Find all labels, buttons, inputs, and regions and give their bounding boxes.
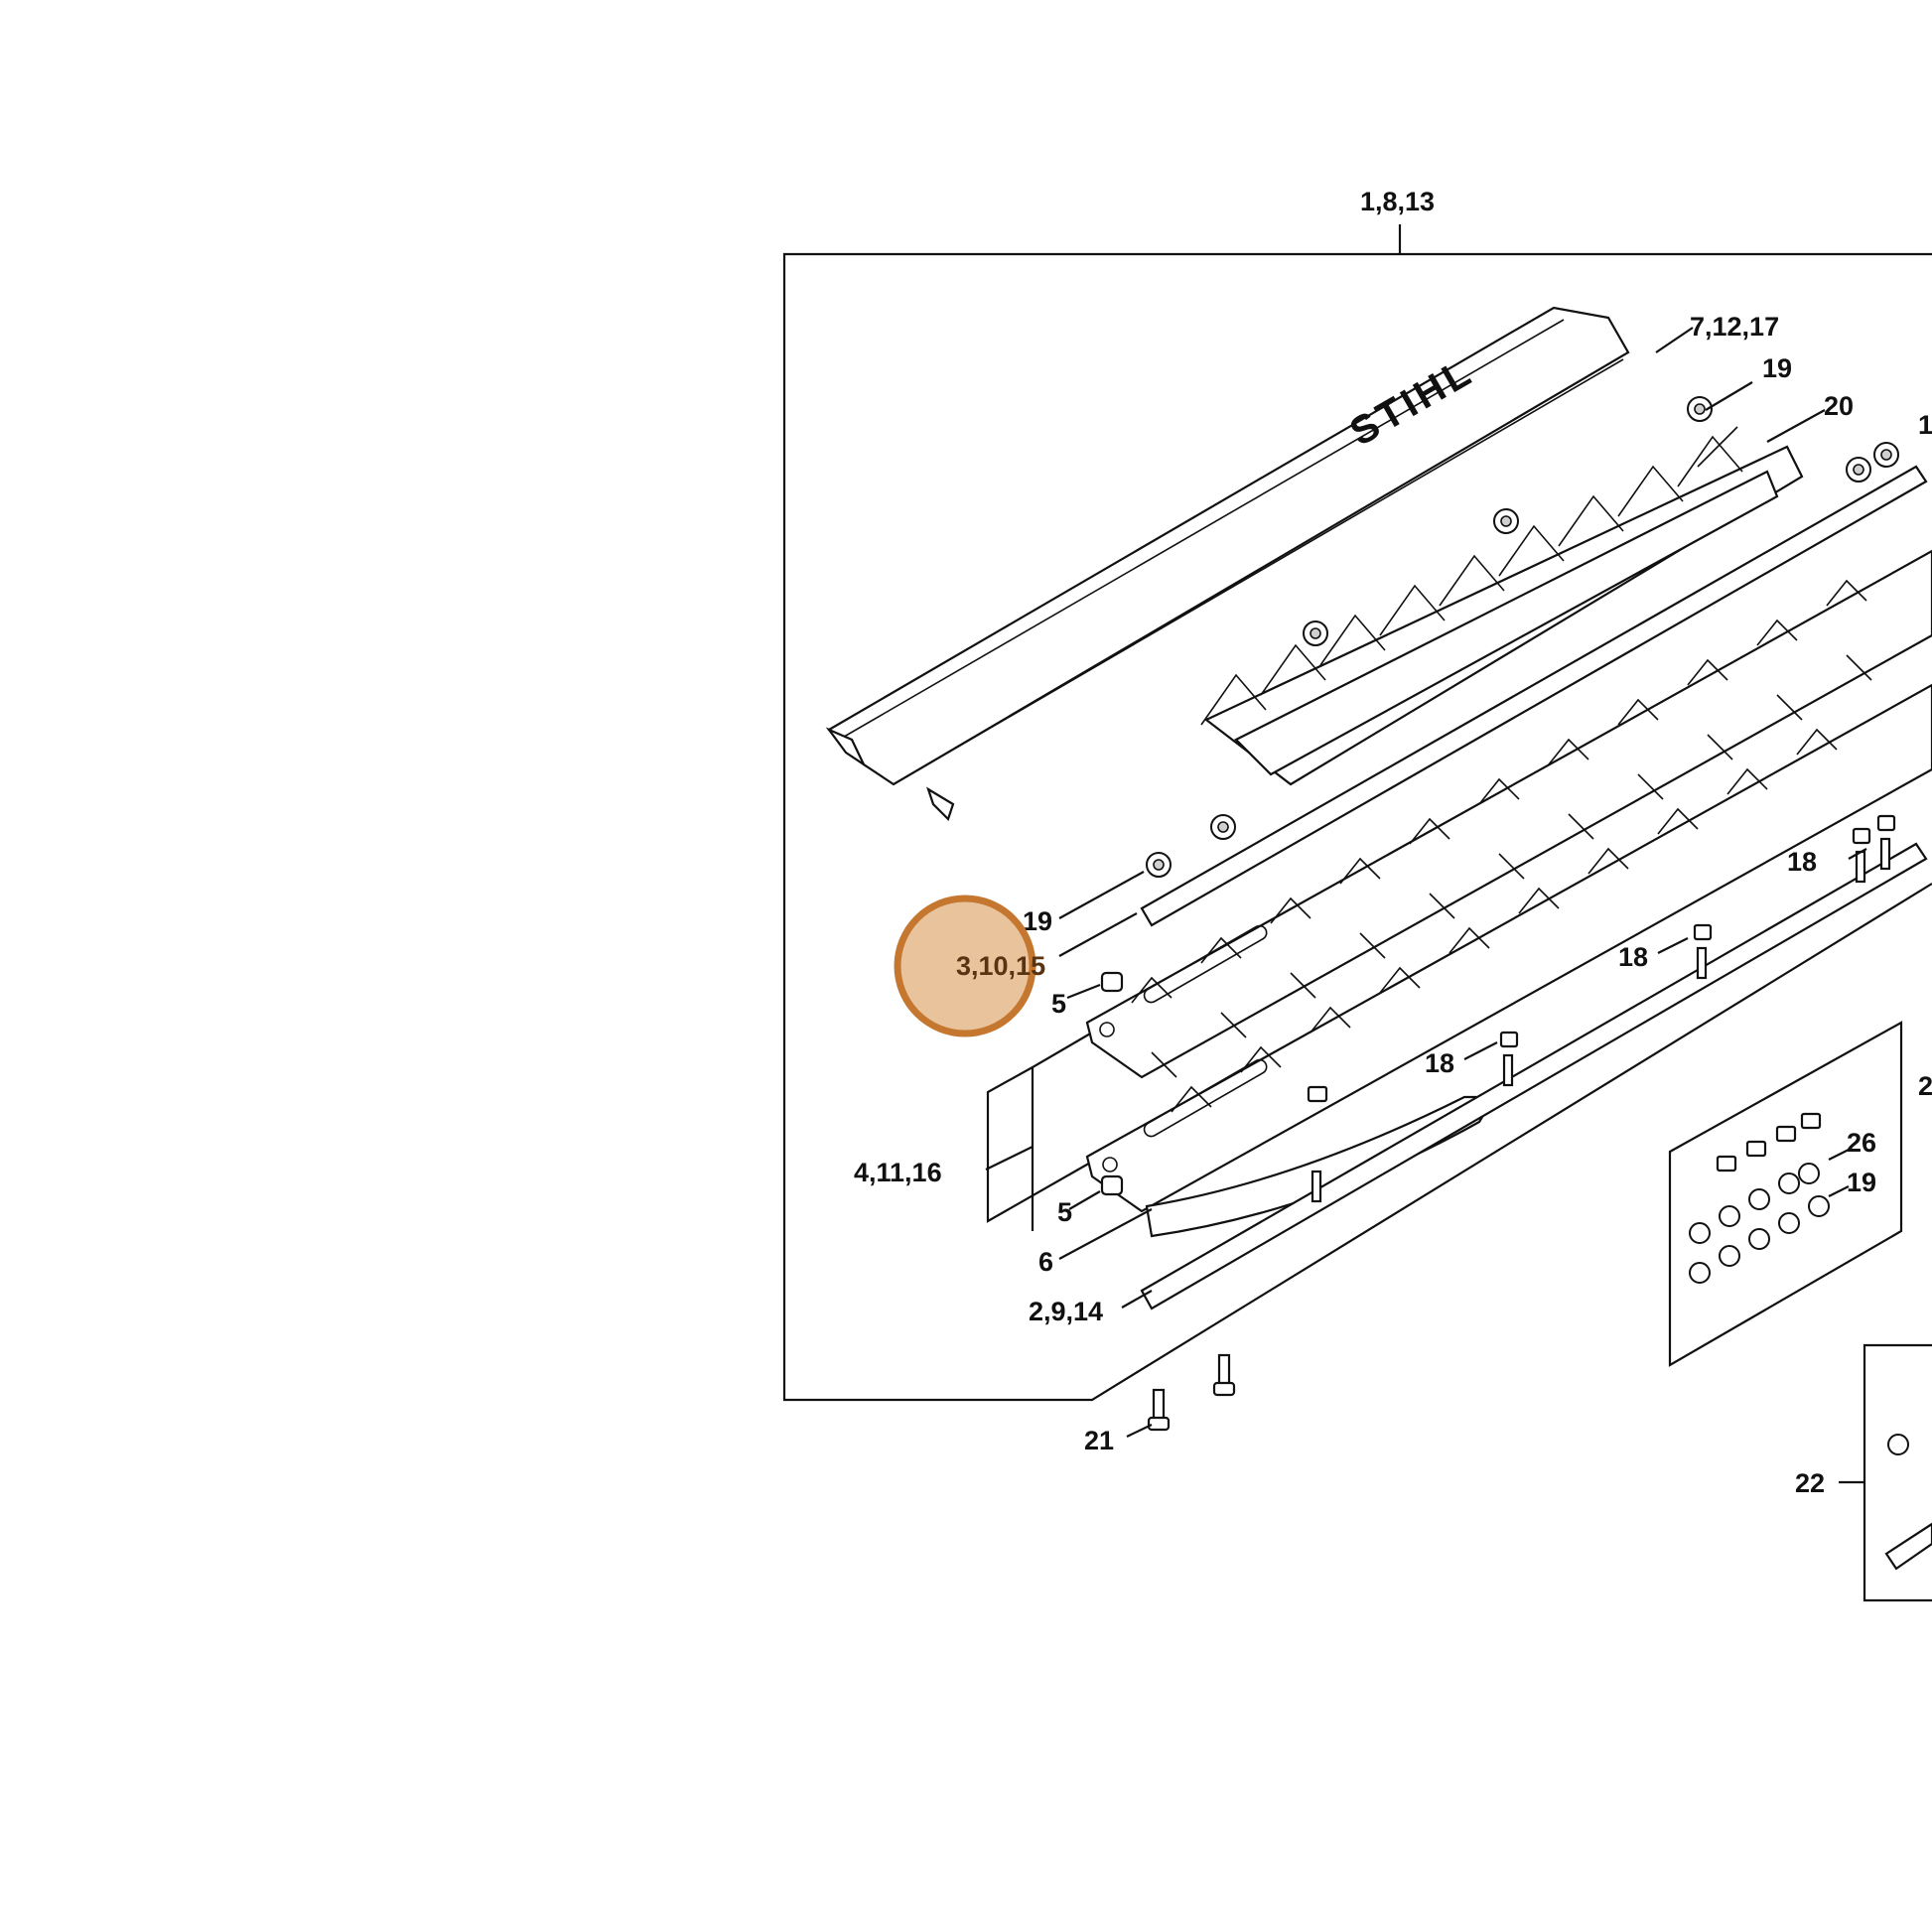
callout-5-b: 5 [1057,1197,1072,1227]
callout-18-c: 18 [1425,1048,1454,1078]
callout-4-11-16: 4,11,16 [854,1158,942,1187]
detail-box [1863,1343,1932,1602]
callout-21: 21 [1084,1426,1114,1455]
callout-6: 6 [1038,1247,1053,1277]
screws [1147,814,1896,1432]
flat-bar [1140,465,1928,927]
lower-cutter-blade [1085,683,1932,1213]
callout-18-b: 18 [1618,942,1648,972]
stiffener-bar [1200,426,1804,786]
callout-labels: 1,8,13 7,12,17 19 20 1 19 5 4,11,16 5 6 … [854,187,1932,1498]
blade-group-bracket [986,1032,1093,1231]
upper-cutter-blade [1085,549,1932,1079]
callout-3-10-15: 3,10,15 [956,951,1045,981]
callout-1-8-13: 1,8,13 [1360,187,1435,216]
bushings [1100,971,1124,1196]
callout-7-12-17: 7,12,17 [1690,312,1779,342]
callout-18-a: 18 [1787,847,1817,877]
hardware-kit-box [1668,1021,1903,1367]
callout-2-edge: 2 [1918,1071,1932,1101]
callout-2-9-14: 2,9,14 [1029,1297,1103,1326]
callout-5-a: 5 [1051,989,1066,1019]
callout-19-left: 19 [1023,906,1052,936]
hotspot-3-10-15[interactable]: 3,10,15 [894,895,1045,1037]
callout-19-kit: 19 [1847,1168,1876,1197]
callout-26: 26 [1847,1128,1876,1158]
assembly-frame [782,224,1932,1402]
circle-highlight-icon [894,895,1036,1037]
nuts [1146,396,1899,878]
leader-lines [985,327,1867,1484]
callout-1-edge: 1 [1918,410,1932,440]
callout-19-top: 19 [1762,353,1792,383]
bottom-bar [1140,842,1928,1311]
callout-20: 20 [1824,391,1854,421]
callout-22: 22 [1795,1468,1825,1498]
